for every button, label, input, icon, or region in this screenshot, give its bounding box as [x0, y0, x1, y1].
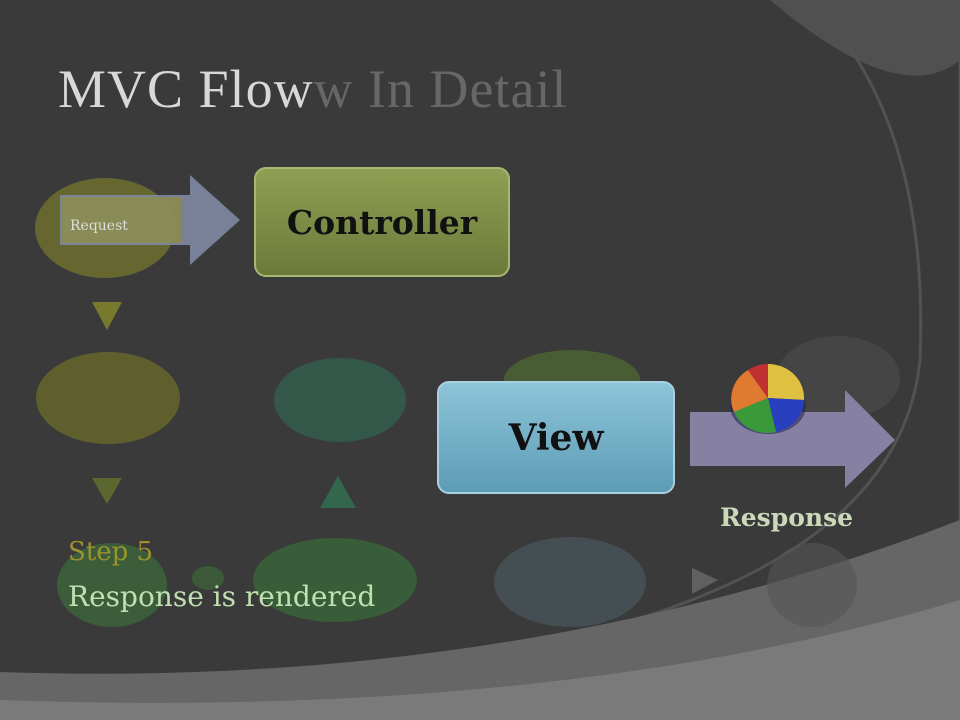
- view-box: View: [437, 381, 675, 494]
- right-arrow-small-icon: [692, 568, 718, 594]
- response-label: Response: [720, 503, 854, 532]
- slide-title: MVC Floww In Detail: [58, 58, 567, 120]
- title-ghost: w In Detail: [313, 59, 568, 119]
- oval-step2: [274, 358, 406, 442]
- controller-box: Controller: [254, 167, 510, 277]
- step-title: Step 5: [68, 537, 154, 567]
- oval-step6: [253, 538, 417, 622]
- request-label: Request: [70, 218, 128, 234]
- title-main: MVC Flow: [58, 59, 314, 119]
- controller-label: Controller: [286, 202, 478, 242]
- swoosh-bottom-light: [0, 600, 960, 720]
- down-arrow-icon: [92, 302, 122, 330]
- oval-step7: [494, 537, 646, 627]
- step-description: Response is rendered: [68, 580, 376, 613]
- swoosh-top: [770, 0, 960, 76]
- down-arrow-icon: [92, 478, 122, 504]
- oval-step1: [36, 352, 180, 444]
- pie-chart-icon: [730, 363, 806, 434]
- oval-small: [192, 566, 224, 590]
- oval-step8: [767, 543, 857, 627]
- oval-step4: [776, 336, 900, 420]
- up-arrow-icon: [320, 476, 356, 508]
- view-label: View: [508, 416, 604, 459]
- oval-step5: [57, 543, 167, 627]
- request-box: [62, 197, 182, 243]
